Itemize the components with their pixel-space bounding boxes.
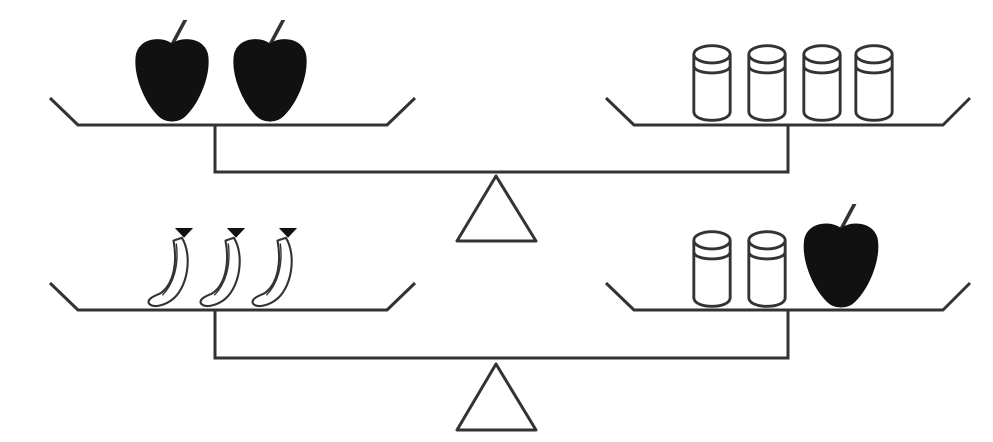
balance-2-fulcrum-icon (457, 364, 536, 430)
balance-2-right-pan (606, 283, 970, 310)
cylinder-weight-icon (694, 46, 730, 121)
cylinder-weight-icon (694, 232, 730, 307)
balance-1-fulcrum-icon (457, 176, 536, 241)
balance-1-beam (215, 125, 788, 172)
apple-icon (136, 20, 207, 121)
apple-icon (234, 20, 305, 121)
apple-icon (805, 204, 878, 307)
balance-1 (50, 20, 970, 241)
balance-2-beam (215, 310, 788, 358)
banana-icon (253, 228, 298, 306)
cylinder-weight-icon (804, 46, 840, 121)
cylinder-weight-icon (856, 46, 892, 121)
cylinder-weight-icon (749, 46, 785, 121)
cylinder-weight-icon (749, 232, 785, 307)
balance-1-left-pan (50, 98, 415, 125)
banana-icon (201, 228, 246, 306)
balance-1-right-pan (606, 98, 970, 125)
banana-icon (149, 228, 194, 306)
